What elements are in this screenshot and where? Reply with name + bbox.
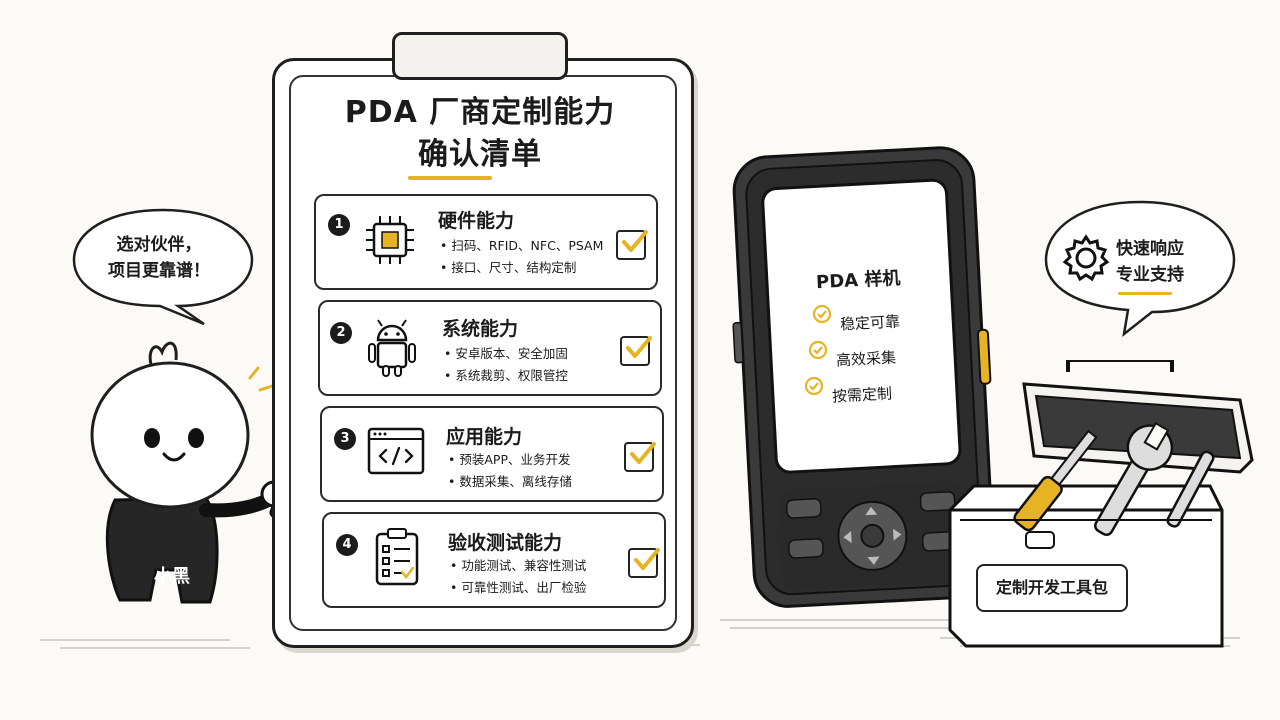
item-number: 4 [336, 534, 358, 556]
item-title: 硬件能力 [438, 210, 515, 232]
toolbox [948, 360, 1254, 648]
chip-icon [366, 216, 414, 264]
item-bullet: • 系统裁剪、权限管控 [444, 368, 568, 383]
gear-icon [1062, 234, 1110, 282]
pda-device [732, 146, 996, 608]
checklist-item-hardware [314, 194, 658, 290]
android-icon [368, 319, 416, 377]
pda-feature: 高效采集 [835, 348, 897, 370]
support-line-1: 快速响应 [1116, 239, 1184, 259]
checklist-icon [375, 528, 419, 586]
checkbox-checked[interactable] [628, 548, 660, 578]
checkbox-checked[interactable] [624, 442, 656, 472]
support-line-2: 专业支持 [1116, 265, 1184, 285]
pda-screen-title: PDA 样机 [815, 267, 901, 294]
code-window-icon [367, 427, 425, 475]
pda-feature: 按需定制 [831, 384, 893, 406]
item-bullet: • 数据采集、离线存储 [448, 474, 572, 489]
mascot-character [90, 341, 310, 604]
pda-feature: 稳定可靠 [839, 312, 901, 334]
check-circle-icon [808, 340, 828, 360]
item-bullet: • 扫码、RFID、NFC、PSAM [440, 238, 604, 253]
checkmark-icon [626, 336, 652, 358]
speech-line-2: 项目更靠谱！ [108, 261, 210, 281]
speech-line-1: 选对伙伴， [116, 235, 202, 255]
title-line-1: PDA 厂商定制能力 [344, 95, 616, 130]
checkbox-checked[interactable] [616, 230, 648, 260]
title-underline [408, 176, 492, 180]
item-number: 3 [334, 428, 356, 450]
speech-bubble-left [72, 208, 254, 326]
item-title: 验收测试能力 [448, 532, 563, 554]
speech-bubble-right-text: 快速响应 专业支持 [1116, 236, 1184, 288]
support-underline [1118, 292, 1172, 295]
clipboard-clip [392, 32, 568, 80]
checkmark-icon [622, 230, 648, 252]
checklist-title: PDA 厂商定制能力 确认清单 [300, 92, 660, 176]
check-circle-icon [812, 304, 832, 324]
check-circle-icon [804, 376, 824, 396]
item-bullet: • 预装APP、业务开发 [448, 452, 571, 467]
item-number: 2 [330, 322, 352, 344]
title-line-2: 确认清单 [418, 137, 542, 172]
item-title: 系统能力 [442, 318, 519, 340]
toolbox-label: 定制开发工具包 [976, 564, 1128, 612]
item-bullet: • 安卓版本、安全加固 [444, 346, 568, 361]
item-bullet: • 接口、尺寸、结构定制 [440, 260, 577, 275]
item-bullet: • 功能测试、兼容性测试 [450, 558, 587, 573]
speech-bubble-right [1044, 200, 1236, 337]
item-bullet: • 可靠性测试、出厂检验 [450, 580, 587, 595]
item-number: 1 [328, 214, 350, 236]
checkmark-icon [634, 548, 660, 570]
speech-bubble-left-text: 选对伙伴， 项目更靠谱！ [84, 232, 234, 284]
checkbox-checked[interactable] [620, 336, 652, 366]
checkmark-icon [630, 442, 656, 464]
shirt-label: 小黑 [154, 566, 190, 587]
item-title: 应用能力 [446, 426, 523, 448]
